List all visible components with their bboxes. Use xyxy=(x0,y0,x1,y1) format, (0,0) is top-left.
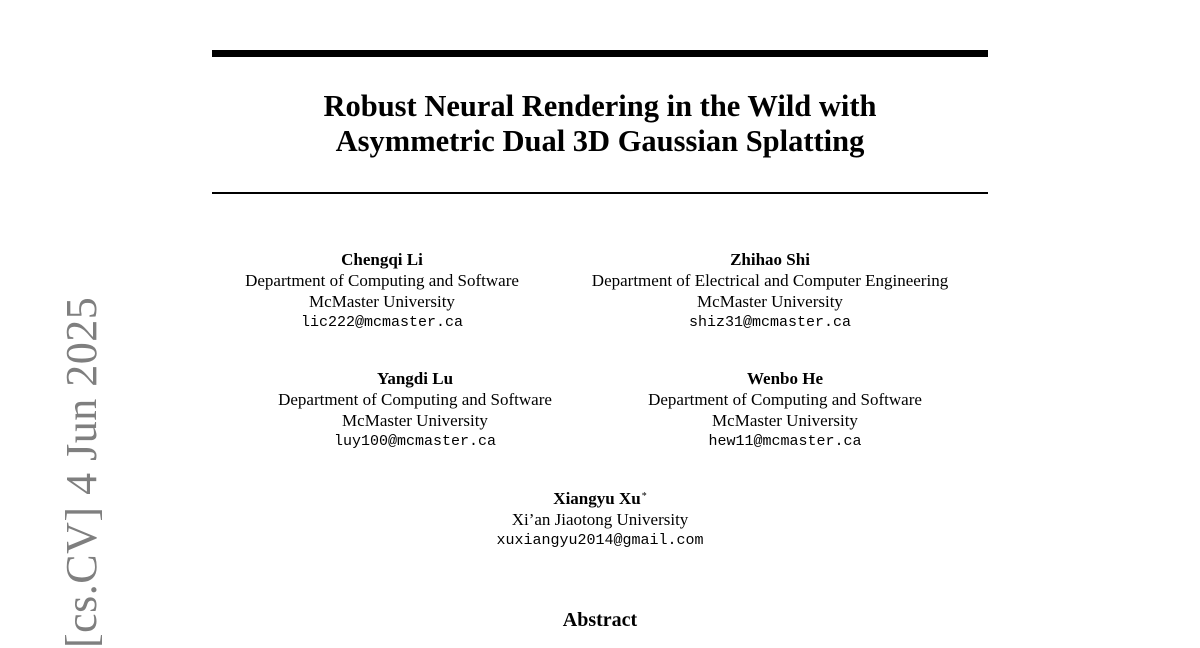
author-block-4: Wenbo He Department of Computing and Sof… xyxy=(622,368,948,453)
author-email[interactable]: xuxiangyu2014@gmail.com xyxy=(496,532,704,549)
author-department: Department of Computing and Software xyxy=(278,390,552,409)
corresponding-author-mark: * xyxy=(641,491,647,502)
author-email[interactable]: lic222@mcmaster.ca xyxy=(300,314,464,331)
author-department: Department of Electrical and Computer En… xyxy=(591,271,949,290)
author-affiliation: McMaster University xyxy=(342,411,488,430)
author-block-3: Yangdi Lu Department of Computing and So… xyxy=(252,368,578,453)
paper-title: Robust Neural Rendering in the Wild with… xyxy=(212,89,988,159)
author-block-2: Zhihao Shi Department of Electrical and … xyxy=(562,249,978,334)
author-name: Yangdi Lu xyxy=(376,369,454,388)
author-email[interactable]: shiz31@mcmaster.ca xyxy=(688,314,852,331)
author-affiliation: McMaster University xyxy=(712,411,858,430)
author-block-1: Chengqi Li Department of Computing and S… xyxy=(222,249,542,334)
author-affiliation: Xi’an Jiaotong University xyxy=(511,510,689,529)
top-rule xyxy=(212,50,988,57)
author-department: Department of Computing and Software xyxy=(245,271,519,290)
author-name: Chengqi Li xyxy=(341,250,423,269)
author-affiliation: McMaster University xyxy=(697,292,843,311)
author-name: Xiangyu Xu xyxy=(553,489,641,508)
author-name-line: Xiangyu Xu* xyxy=(450,488,750,509)
author-name: Wenbo He xyxy=(746,369,824,388)
author-block-5: Xiangyu Xu* Xi’an Jiaotong University xu… xyxy=(450,488,750,552)
arxiv-stamp: [cs.CV] 4 Jun 2025 xyxy=(57,296,106,648)
author-email[interactable]: luy100@mcmaster.ca xyxy=(333,433,497,450)
author-email[interactable]: hew11@mcmaster.ca xyxy=(708,433,862,450)
title-line-1: Robust Neural Rendering in the Wild with xyxy=(323,89,877,123)
title-line-2: Asymmetric Dual 3D Gaussian Splatting xyxy=(335,124,865,158)
author-department: Department of Computing and Software xyxy=(648,390,922,409)
abstract-heading: Abstract xyxy=(562,609,638,631)
author-name: Zhihao Shi xyxy=(730,250,810,269)
author-affiliation: McMaster University xyxy=(309,292,455,311)
bottom-rule xyxy=(212,192,988,194)
